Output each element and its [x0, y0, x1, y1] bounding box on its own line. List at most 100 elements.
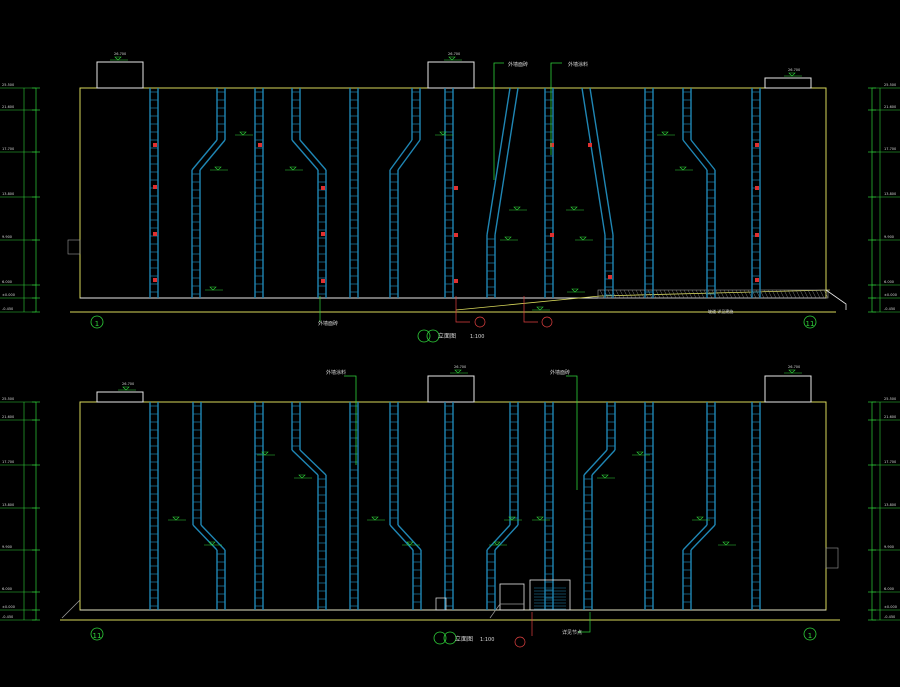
- dimension-level-text: 25.500: [2, 397, 14, 401]
- top-jog-ladder-4: [486, 87, 519, 298]
- top-level-tick-1: [235, 131, 253, 136]
- bottom-detail-bubble: [514, 636, 526, 648]
- top-red-marker-5: [258, 143, 262, 147]
- top-ramp-line: [455, 289, 831, 311]
- top-ramp-end: [825, 289, 847, 310]
- dimension-level-text: 6.000: [884, 587, 894, 591]
- bottom-level-tick-8: [532, 516, 550, 521]
- bottom-ladder-2: [254, 402, 264, 610]
- bottom-title-bubble-a: [433, 631, 447, 645]
- dimension-level-text: 17.700: [2, 147, 14, 151]
- bottom-level-tick-9: [489, 541, 507, 546]
- top-axis-left-label: 1: [95, 320, 99, 328]
- bottom-leader-3: [578, 612, 591, 633]
- top-side-box: [67, 239, 81, 255]
- top-level-tick-3: [435, 131, 453, 136]
- bottom-ladder-3: [349, 402, 359, 610]
- dimension-level-text: -0.450: [2, 615, 13, 619]
- top-red-marker-1: [153, 143, 157, 147]
- dimension-level-text: 21.600: [884, 415, 896, 419]
- bottom-view-title: 立面图: [455, 635, 473, 643]
- top-ramp-hatch: [597, 289, 829, 299]
- top-level-tick-12: [567, 288, 585, 293]
- top-ladder-2: [254, 88, 264, 298]
- dimension-level-text: 17.700: [2, 460, 14, 464]
- bottom-roof-level-center: 26.700: [450, 365, 468, 374]
- top-level-tick-10: [657, 131, 675, 136]
- bottom-ladder-7: [751, 402, 761, 610]
- dimension-level-text: 9.900: [884, 545, 894, 549]
- top-roof-penthouse-right: [764, 77, 812, 89]
- bottom-level-tick-4: [402, 541, 420, 546]
- bottom-leader-2: [566, 375, 578, 490]
- roof-level-right: 26.700: [784, 68, 802, 77]
- top-jog-ladder-6: [682, 88, 716, 298]
- bottom-level-tick-11: [632, 451, 650, 456]
- roof-level-left: 26.700: [110, 52, 128, 61]
- bottom-ladder-1: [149, 402, 159, 610]
- bottom-entrance-canopy: [499, 583, 525, 611]
- bottom-right-dimension-chain: 25.50021.60017.70013.8009.9006.000±0.000…: [868, 397, 900, 621]
- top-red-marker-8: [321, 279, 325, 283]
- top-red-marker-2: [153, 185, 157, 189]
- top-view-scale: 1:100: [470, 334, 484, 340]
- roof-level-center: 26.700: [444, 52, 462, 61]
- dimension-level-text: 13.800: [2, 192, 14, 196]
- top-level-tick-2: [285, 166, 303, 171]
- bottom-callout-2: 外墙面砖: [550, 369, 570, 376]
- dimension-level-text: 6.000: [2, 587, 12, 591]
- dimension-level-text: -0.450: [884, 307, 895, 311]
- top-view-title: 立面图: [438, 332, 456, 340]
- bottom-level-tick-1: [168, 516, 186, 521]
- bottom-level-tick-3: [367, 516, 385, 521]
- bottom-level-tick-7: [504, 516, 522, 521]
- top-red-marker-19: [755, 278, 759, 282]
- dimension-level-text: ±0.000: [884, 293, 897, 297]
- top-level-tick-6: [509, 206, 527, 211]
- level-value: 26.700: [788, 365, 800, 369]
- top-level-tick-4: [210, 166, 228, 171]
- top-leader-5: [523, 296, 538, 323]
- top-detail-bubble-2: [541, 316, 553, 328]
- dimension-level-text: ±0.000: [884, 605, 897, 609]
- top-ladder-3: [349, 88, 359, 298]
- bottom-jog-ladder-1: [192, 402, 226, 610]
- bottom-roof-level-left: 26.700: [118, 382, 136, 391]
- bottom-axis-right-label: 1: [808, 632, 812, 640]
- top-axis-left-bubble: [90, 315, 104, 329]
- top-callout-3: 外墙面砖: [318, 320, 338, 327]
- dimension-level-text: 13.800: [2, 503, 14, 507]
- top-ladder-5: [544, 88, 554, 298]
- top-level-tick-13: [532, 306, 550, 311]
- annotation-layer: 立面图 1:100 立面图 1:100 1 11 11 1 外墙面砖 外墙涂料 …: [93, 61, 815, 643]
- level-value: 26.700: [114, 52, 126, 56]
- bottom-jog-ladder-5: [583, 402, 616, 610]
- bottom-axis-left-bubble: [90, 627, 104, 641]
- bottom-side-box: [825, 547, 839, 569]
- dimension-level-text: 25.500: [2, 83, 14, 87]
- bottom-entrance-door: [529, 579, 571, 611]
- bottom-elevation-view: 26.700 26.700 26.700 25.500 21.600 17.700 13.8…: [0, 365, 900, 648]
- top-red-marker-3: [153, 232, 157, 236]
- top-left-dimension-chain: 25.50021.60017.70013.8009.9006.000±0.000…: [0, 83, 40, 313]
- bottom-roof-penthouse-right: [764, 375, 812, 403]
- bottom-roof-level-right: 26.700: [784, 365, 802, 374]
- top-level-tick-5: [675, 166, 693, 171]
- dimension-level-text: 13.800: [884, 192, 896, 196]
- bottom-callout-1: 外墙涂料: [326, 369, 346, 376]
- level-value: 26.700: [454, 365, 466, 369]
- top-callout-1: 外墙面砖: [508, 61, 528, 68]
- top-roof-penthouse-center: [427, 61, 475, 89]
- dimension-level-text: 6.000: [884, 280, 894, 284]
- bottom-small-door: [435, 597, 447, 611]
- bottom-leader-1: [344, 375, 357, 465]
- dimension-level-text: -0.450: [2, 307, 13, 311]
- top-leader-4: [455, 296, 470, 323]
- bottom-axis-right-bubble: [803, 627, 817, 641]
- top-red-marker-10: [454, 233, 458, 237]
- bottom-callout-3: 详见节点: [562, 629, 582, 636]
- dimension-level-text: ±0.000: [2, 605, 15, 609]
- top-red-marker-14: [588, 143, 592, 147]
- bottom-level-tick-2: [204, 541, 222, 546]
- top-ladder-7: [751, 88, 761, 298]
